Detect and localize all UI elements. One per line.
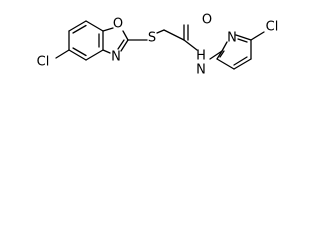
atom-labels: Cl O N S O H N N Cl (37, 13, 279, 78)
bond (102, 49, 111, 54)
molecule-structure: Cl O N S O H N N Cl (37, 13, 279, 78)
bond (183, 39, 198, 51)
atom-label-o-ring: O (113, 17, 123, 32)
atom-label-n-pyridine: N (227, 31, 237, 46)
atom-label-cl-right: Cl (266, 20, 279, 35)
bond (221, 41, 228, 52)
bond-double-inner (219, 50, 225, 58)
bond (156, 29, 165, 34)
bond-double-inner (72, 24, 87, 34)
bond (250, 31, 265, 41)
atom-label-o-carbonyl: O (202, 13, 212, 28)
bond-double-inner (237, 38, 248, 43)
bond (235, 34, 252, 41)
bond (85, 49, 104, 61)
structure-canvas: Cl O N S O H N N Cl (0, 0, 325, 106)
atom-label-s: S (148, 31, 156, 46)
atom-label-cl-left: Cl (37, 55, 50, 70)
bonds (55, 20, 265, 70)
bond (85, 20, 104, 32)
atom-label-n-amide: N (196, 63, 206, 78)
atom-label-h-amide: H (196, 49, 206, 64)
bond (122, 30, 129, 41)
bond (120, 39, 129, 52)
atom-label-n-ring: N (111, 50, 121, 65)
bond (102, 27, 114, 32)
bond (233, 58, 252, 70)
bond (216, 58, 235, 70)
bond-double-inner (233, 56, 248, 66)
bond (68, 20, 87, 32)
bond (209, 50, 223, 60)
bond (55, 49, 70, 59)
bond (216, 50, 223, 60)
bond-double-inner (72, 47, 87, 57)
bond (68, 49, 87, 61)
bond (163, 29, 185, 41)
bond-double-inner (117, 39, 125, 50)
